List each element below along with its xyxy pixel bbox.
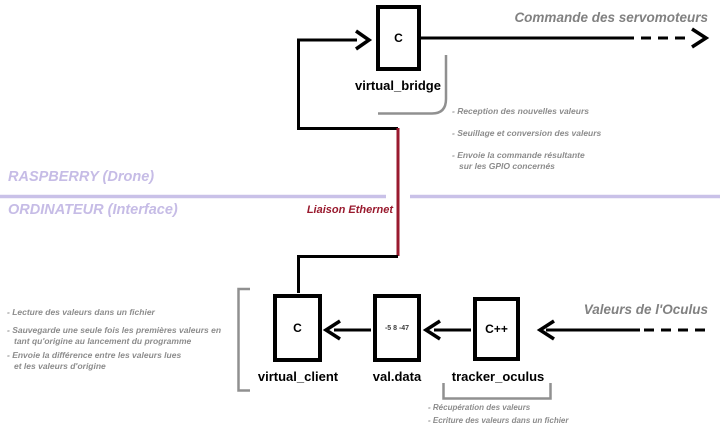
arrowhead-into-valdata <box>422 319 441 341</box>
arrowhead-into-tracker <box>536 319 555 341</box>
node-virtual-bridge: C <box>376 5 421 71</box>
bracket-tracker-notes <box>442 383 552 400</box>
val-data-values: -5 8 -47 <box>384 324 410 332</box>
arrowhead-servo-output <box>691 27 710 49</box>
virtual-client-language: C <box>293 321 302 335</box>
tracker-oculus-language: C++ <box>485 322 508 336</box>
tracker-oculus-label: tracker_oculus <box>451 369 545 384</box>
client-note-line: - Lecture des valeurs dans un fichier <box>7 307 155 317</box>
wire-client-to-bridge-top <box>297 38 398 130</box>
bracket-client-notes <box>237 287 250 392</box>
bridge-note-line: - Reception des nouvelles valeurs <box>452 106 589 116</box>
virtual-bridge-label: virtual_bridge <box>355 78 441 93</box>
section-label-raspberry: RASPBERRY (Drone) <box>8 169 155 185</box>
node-tracker-oculus: C++ <box>473 297 520 361</box>
arrowhead-into-client <box>322 319 341 341</box>
node-virtual-client: C <box>273 294 322 362</box>
virtual-bridge-language: C <box>394 31 403 45</box>
client-note-line: tant qu'origine au lancement du programm… <box>14 336 192 346</box>
section-label-ordinateur: ORDINATEUR (Interface) <box>8 202 178 218</box>
oculus-flow-label: Valeurs de l'Oculus <box>583 302 708 317</box>
wire-client-to-bridge-bottom <box>297 255 398 293</box>
node-val-data: -5 8 -47 <box>373 294 421 362</box>
bridge-note-line: - Seuillage et conversion des valeurs <box>452 128 602 138</box>
bridge-note-line: - Envoie la commande résultante <box>452 150 585 160</box>
client-note-line: - Sauvegarde une seule fois les première… <box>7 325 222 335</box>
bracket-bridge-notes <box>378 55 448 115</box>
virtual-client-label: virtual_client <box>257 369 339 384</box>
ethernet-link-label: Liaison Ethernet <box>306 204 393 216</box>
arrowhead-into-virtual-bridge <box>355 29 373 51</box>
servo-flow-label: Commande des servomoteurs <box>514 10 708 25</box>
bridge-note-line: sur les GPIO concernés <box>459 161 555 171</box>
tracker-note-line: - Récupération des valeurs <box>428 403 531 412</box>
val-data-label: val.data <box>372 369 422 384</box>
client-note-line: et les valeurs d'origine <box>14 361 106 371</box>
tracker-note-line: - Ecriture des valeurs dans un fichier <box>428 416 569 425</box>
client-note-line: - Envoie la différence entre les valeurs… <box>7 350 182 360</box>
